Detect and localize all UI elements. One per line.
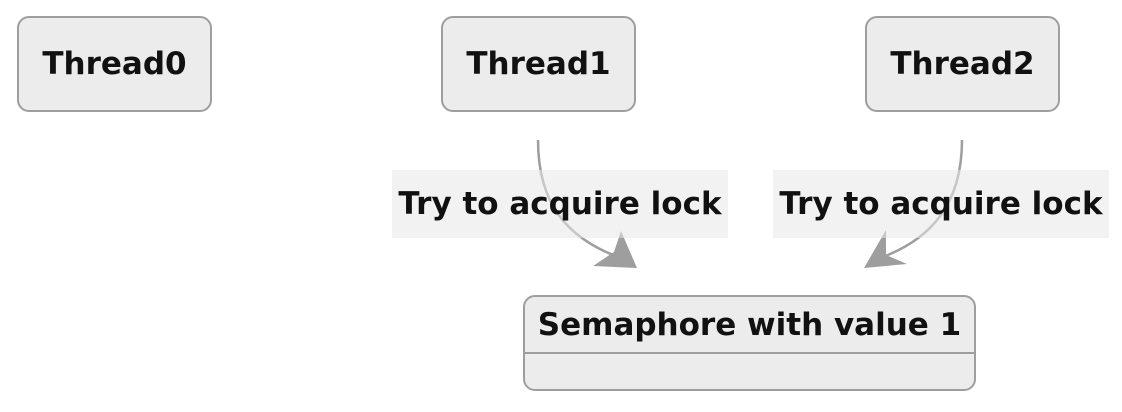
semaphore-body: [525, 354, 974, 389]
edge-label-thread1: Try to acquire lock: [392, 170, 728, 238]
thread1-node: Thread1: [441, 16, 636, 112]
thread2-node: Thread2: [865, 16, 1060, 112]
arrowhead-thread2-edge: [864, 230, 907, 268]
arrowhead-thread1-edge: [593, 231, 637, 268]
thread0-node: Thread0: [17, 16, 212, 112]
semaphore-title: Semaphore with value 1: [525, 297, 974, 354]
edge-label-thread2: Try to acquire lock: [773, 170, 1109, 238]
semaphore-node: Semaphore with value 1: [523, 295, 976, 391]
